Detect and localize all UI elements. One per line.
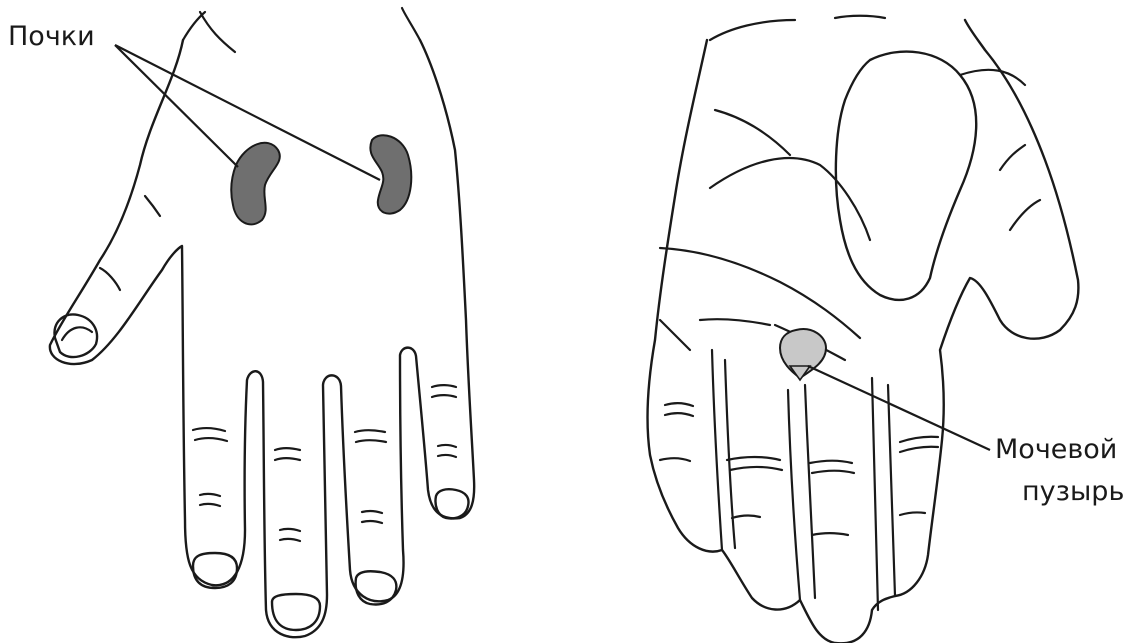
kidneys-label: Почки xyxy=(8,21,95,52)
left-nail-index xyxy=(193,553,237,588)
bladder-label-line1: Мочевой xyxy=(995,434,1117,465)
left-hand-back xyxy=(50,8,474,637)
right-kidney-marker xyxy=(370,135,411,213)
right-thumb-pad xyxy=(836,52,976,300)
right-hand-palm xyxy=(648,16,1079,643)
left-nail-ring xyxy=(356,571,397,604)
bladder-label-line2: пузырь xyxy=(1022,476,1124,507)
left-thumb-nail xyxy=(55,314,97,357)
left-nail-middle xyxy=(272,594,320,630)
left-hand-outline xyxy=(50,40,474,637)
left-kidney-marker xyxy=(231,143,280,225)
left-nail-little xyxy=(435,489,468,518)
right-hand-outline xyxy=(648,20,1079,643)
